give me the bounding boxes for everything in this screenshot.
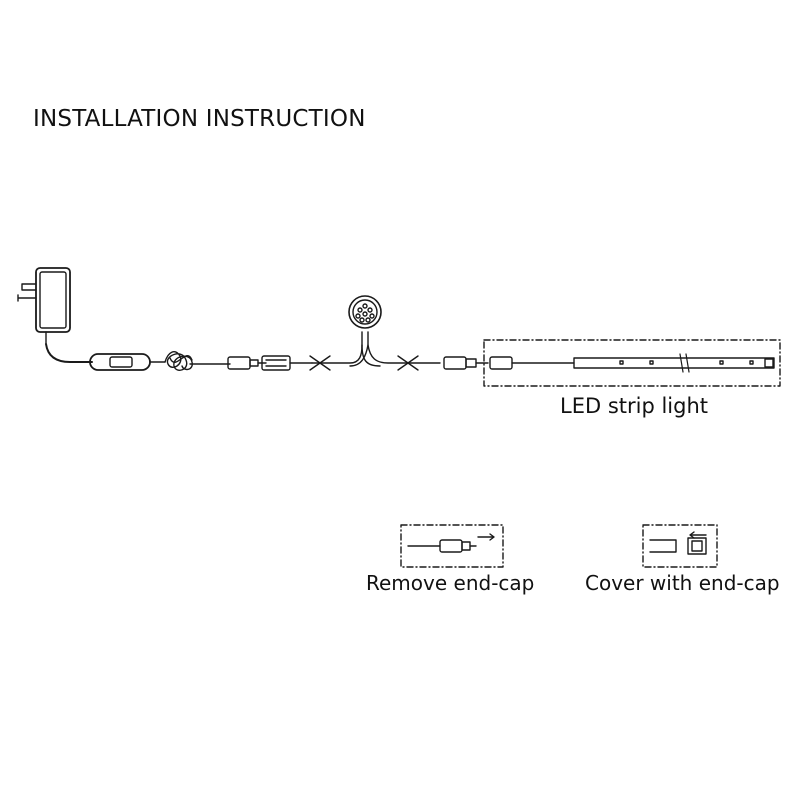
cable-tie-right [361,344,441,371]
cable-tie-left [309,331,369,371]
page-title: INSTALLATION INSTRUCTION [33,106,366,132]
remove-endcap-panel [400,524,504,568]
cover-endcap-label: Cover with end-cap [585,571,780,595]
cover-endcap-panel [642,524,718,568]
dc-connector-right-icon [443,356,489,370]
dc-socket-icon [261,355,313,371]
power-adapter-icon [17,267,93,363]
dc-connector-icon [227,356,267,370]
led-strip-frame [483,339,781,387]
inline-switch-icon [89,353,166,371]
led-strip-icon [489,353,775,373]
sensor-puck-icon [348,295,382,329]
cable-coil-icon [164,351,231,371]
led-strip-label: LED strip light [560,394,709,418]
remove-endcap-label: Remove end-cap [366,571,535,595]
